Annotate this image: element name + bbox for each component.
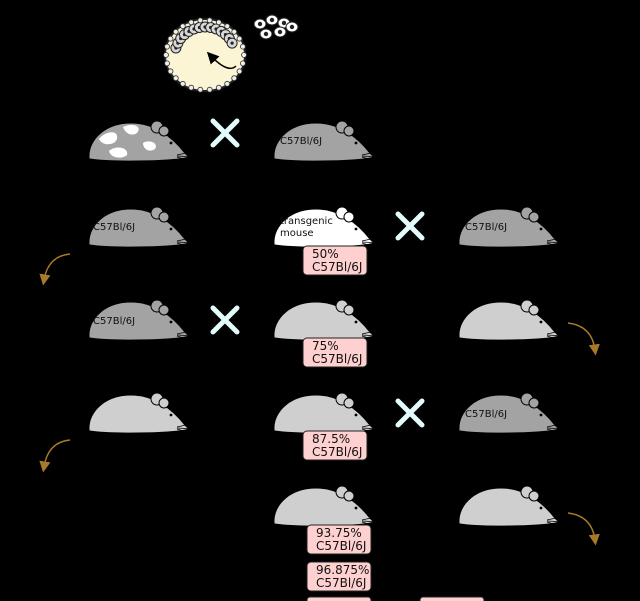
badge-pct: 50% <box>312 247 339 261</box>
badge-gen-5: 96.875% C57Bl/6J <box>306 561 372 592</box>
transgenic-label-line2: mouse <box>280 228 314 239</box>
mouse-c57-row4-right: C57Bl/6J <box>455 392 565 435</box>
badge-pct: 93.75% <box>316 526 362 540</box>
mouse-light-row4-center <box>270 392 380 435</box>
mouse-label: C57Bl/6J <box>465 409 507 420</box>
mouse-c57-row1: C57Bl/6J <box>270 120 380 163</box>
badge-pct: 87.5% <box>312 432 350 446</box>
mouse-c57-row2-right: C57Bl/6J <box>455 206 565 249</box>
badge-strain: C57Bl/6J <box>312 445 362 459</box>
badge-cut-off <box>306 596 372 601</box>
mouse-light-row3-center <box>270 299 380 342</box>
curved-arrow-icon <box>39 439 71 473</box>
curved-arrow-icon <box>567 322 600 356</box>
curved-arrow-icon <box>567 512 600 546</box>
badge-gen-4: 93.75% C57Bl/6J <box>306 524 372 555</box>
badge-gen-1: 50% C57Bl/6J <box>302 245 368 276</box>
chimera-mouse <box>85 120 195 163</box>
mouse-label: C57Bl/6J <box>280 136 322 147</box>
badge-cut-off <box>419 596 485 601</box>
mouse-label: C57Bl/6J <box>93 316 135 327</box>
cross-icon <box>210 305 240 335</box>
badge-gen-3: 87.5% C57Bl/6J <box>302 430 368 461</box>
badge-pct: 75% <box>312 339 339 353</box>
mouse-light-row4-left <box>85 392 195 435</box>
badge-strain: C57Bl/6J <box>316 539 366 553</box>
cross-icon <box>210 118 240 148</box>
badge-pct: 96.875% <box>316 563 369 577</box>
mouse-label: C57Bl/6J <box>465 222 507 233</box>
curved-arrow-icon <box>39 253 71 286</box>
badge-strain: C57Bl/6J <box>312 352 362 366</box>
transgenic-label-line1: transgenic <box>280 216 333 227</box>
mouse-label: C57Bl/6J <box>93 222 135 233</box>
blastocyst-icon <box>163 17 247 93</box>
cross-icon <box>395 398 425 428</box>
badge-strain: C57Bl/6J <box>316 576 366 590</box>
mouse-light-row5-right <box>455 485 565 528</box>
badge-strain: C57Bl/6J <box>312 260 362 274</box>
cross-icon <box>395 211 425 241</box>
mouse-c57-row3-left: C57Bl/6J <box>85 299 195 342</box>
mouse-light-row3-right <box>455 299 565 342</box>
mouse-c57-row2-left: C57Bl/6J <box>85 206 195 249</box>
badge-gen-2: 75% C57Bl/6J <box>302 337 368 368</box>
mouse-light-row5-center <box>270 485 380 528</box>
transgenic-mouse: transgenic mouse <box>270 206 380 249</box>
es-cells-icon <box>253 14 299 40</box>
